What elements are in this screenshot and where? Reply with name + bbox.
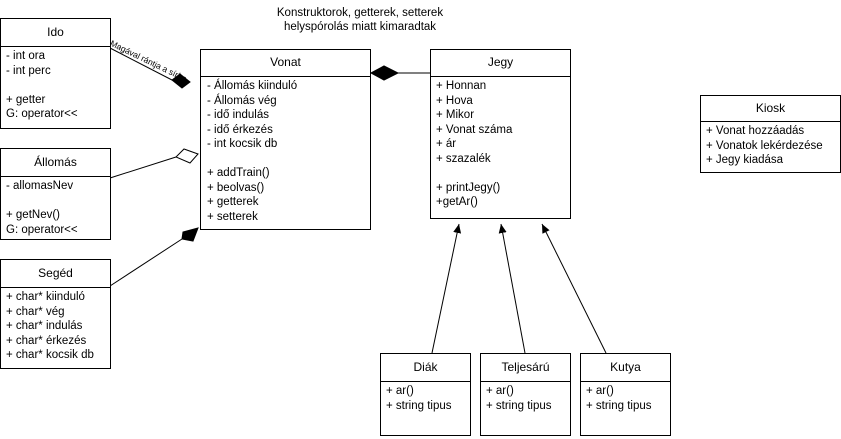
ido-vonat-diamond: [171, 73, 191, 89]
jegy-vonat-diamond: [369, 65, 400, 81]
kutya-method: + ar(): [586, 385, 614, 397]
class-diak-name: Diák: [381, 354, 470, 382]
allomas-attr: - allomasNev: [6, 180, 74, 192]
vonat-attr: - int kocsik db: [207, 138, 278, 150]
jegy-attr: + szazalék: [436, 152, 491, 165]
ido-attr: - int ora: [6, 50, 45, 62]
allomas-method: G: operator<<: [6, 223, 78, 236]
kiosk-method: + Vonatok lekérdezése: [706, 139, 823, 152]
kutya-jegy-arrow: [541, 223, 607, 354]
kiosk-method: + Jegy kiadása: [706, 154, 784, 166]
teljesaru-method: + ar(): [486, 385, 514, 397]
class-vonat-name: Vonat: [201, 50, 370, 77]
vonat-method: + beolvas(): [207, 181, 265, 194]
ido-vonat-line: [109, 47, 173, 81]
class-kiosk[interactable]: Kiosk + Vonat hozzáadás + Vonatok lekérd…: [700, 95, 841, 173]
seged-vonat-diamond: [181, 227, 199, 242]
class-seged[interactable]: Segéd + char* kiinduló + char* vég + cha…: [0, 259, 111, 369]
jegy-attr: + Vonat száma: [436, 123, 513, 136]
seged-attr: + char* vég: [6, 305, 65, 318]
diagram-note: Konstruktorok, getterek, setterek helysp…: [250, 7, 470, 34]
vonat-method: + setterek: [207, 210, 258, 223]
seged-attr: + char* indulás: [6, 320, 83, 332]
class-kiosk-name: Kiosk: [701, 96, 840, 122]
class-allomas[interactable]: Állomás - allomasNev + getNev() G: opera…: [0, 148, 111, 240]
class-diak[interactable]: Diák + ar() + string tipus: [380, 353, 471, 436]
kutya-method: + string tipus: [586, 399, 652, 412]
class-seged-members: + char* kiinduló + char* vég + char* ind…: [1, 288, 110, 363]
ido-method: + getter: [6, 93, 46, 106]
seged-attr: + char* kiinduló: [6, 291, 85, 303]
jegy-method: + printJegy(): [436, 181, 501, 194]
vonat-attr: - Állomás kiinduló: [207, 80, 298, 92]
class-kutya-members: + ar() + string tipus: [581, 382, 670, 413]
class-vonat-members: - Állomás kiinduló - Állomás vég - idő i…: [201, 77, 370, 224]
class-vonat[interactable]: Vonat - Állomás kiinduló - Állomás vég -…: [200, 49, 371, 230]
class-teljesaru[interactable]: Teljesárú + ar() + string tipus: [480, 353, 571, 436]
teljesaru-jegy-arrow: [498, 223, 526, 354]
class-allomas-name: Állomás: [1, 149, 110, 177]
vonat-method: + addTrain(): [207, 167, 270, 179]
class-teljesaru-name: Teljesárú: [481, 354, 570, 382]
vonat-attr: - Állomás vég: [207, 94, 277, 107]
teljesaru-method: + string tipus: [486, 399, 552, 412]
jegy-attr: + Hova: [436, 94, 473, 107]
class-ido[interactable]: Ido - int ora - int perc + getter G: ope…: [0, 18, 111, 129]
seged-vonat-line: [109, 238, 183, 287]
jegy-attr: + ár: [436, 138, 457, 150]
class-jegy[interactable]: Jegy + Honnan + Hova + Mikor + Vonat szá…: [430, 49, 571, 219]
class-diak-members: + ar() + string tipus: [381, 382, 470, 413]
class-jegy-members: + Honnan + Hova + Mikor + Vonat száma + …: [431, 77, 570, 210]
ido-method: G: operator<<: [6, 108, 78, 120]
allomas-vonat-line: [109, 156, 177, 179]
class-allomas-members: - allomasNev + getNev() G: operator<<: [1, 177, 110, 237]
note-line-2: helyspórolás miatt kimaradtak: [283, 20, 437, 33]
class-jegy-name: Jegy: [431, 50, 570, 77]
vonat-attr: - idő érkezés: [207, 123, 273, 136]
diak-method: + ar(): [386, 385, 414, 397]
vonat-method: + getterek: [207, 196, 259, 208]
jegy-attr: + Mikor: [436, 109, 475, 121]
jegy-method: +getAr(): [436, 196, 478, 208]
note-line-1: Konstruktorok, getterek, setterek: [276, 7, 444, 19]
allomas-method: + getNev(): [6, 209, 61, 221]
ido-attr: - int perc: [6, 64, 51, 77]
class-teljesaru-members: + ar() + string tipus: [481, 382, 570, 413]
class-kutya[interactable]: Kutya + ar() + string tipus: [580, 353, 671, 436]
allomas-vonat-diamond: [175, 148, 199, 164]
diak-method: + string tipus: [386, 399, 452, 412]
class-seged-name: Segéd: [1, 260, 110, 288]
vonat-attr: - idő indulás: [207, 109, 270, 121]
class-kiosk-members: + Vonat hozzáadás + Vonatok lekérdezése …: [701, 122, 840, 168]
seged-attr: + char* érkezés: [6, 334, 87, 347]
seged-attr: + char* kocsik db: [6, 349, 94, 361]
class-kutya-name: Kutya: [581, 354, 670, 382]
kiosk-method: + Vonat hozzáadás: [706, 125, 805, 137]
jegy-attr: + Honnan: [436, 80, 487, 92]
class-ido-members: - int ora - int perc + getter G: operato…: [1, 47, 110, 122]
class-ido-name: Ido: [1, 19, 110, 47]
diak-jegy-arrow: [431, 223, 462, 354]
